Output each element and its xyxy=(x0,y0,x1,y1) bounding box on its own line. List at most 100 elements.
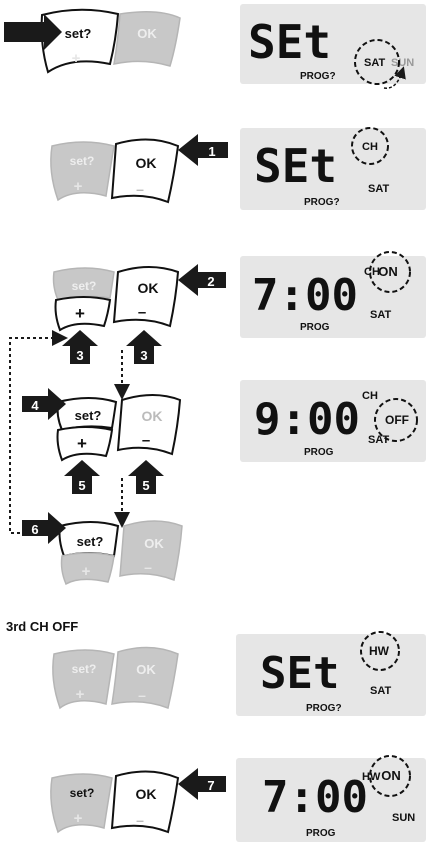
lcd-state: OFF xyxy=(385,413,409,427)
section-heading: 3rd CH OFF xyxy=(6,619,79,634)
highlight-circle xyxy=(374,398,418,442)
lcd-ch: CH xyxy=(362,390,378,402)
lcd-day: SAT xyxy=(368,183,389,195)
ok-button-label: OK xyxy=(137,26,157,41)
lcd-day: SAT xyxy=(370,685,391,697)
step-arrow-icon xyxy=(178,768,226,800)
ok-button-label: OK xyxy=(142,408,163,424)
ok-button-label: OK xyxy=(136,786,157,802)
set-button-label: set? xyxy=(70,786,95,800)
step-number: 1 xyxy=(208,144,215,159)
ok-button[interactable] xyxy=(111,646,179,710)
row-6-lcd: 7:00 PROG HW SUN ON xyxy=(236,755,426,842)
step-arrow-icon xyxy=(22,512,66,544)
lcd-mode: PROG xyxy=(304,447,334,458)
plus-button-label: + xyxy=(74,810,83,827)
step-arrow-up-icon xyxy=(64,460,100,494)
lcd-display xyxy=(240,380,426,462)
set-button-label: set? xyxy=(77,534,104,549)
ok-button[interactable] xyxy=(112,266,180,328)
lcd-state: ON xyxy=(381,768,401,783)
step-number: 4 xyxy=(31,398,39,413)
row-2-buttons: set? + OK – 2 3 3 xyxy=(52,264,226,364)
step-number: 2 xyxy=(207,274,214,289)
row-4-buttons: set? + OK – 6 xyxy=(22,512,183,586)
set-button[interactable] xyxy=(52,267,115,301)
lcd-ch: CH xyxy=(364,266,380,278)
lcd-hw: HW xyxy=(362,771,381,783)
lcd-digits: SEt xyxy=(254,139,337,193)
lcd-digits: 7:00 xyxy=(252,270,358,321)
set-button-label: set? xyxy=(75,408,102,423)
step-number: 6 xyxy=(31,522,38,537)
row-5-buttons: set? + OK – xyxy=(52,646,179,710)
highlight-circle xyxy=(369,755,411,797)
lcd-day: SUN xyxy=(392,812,415,824)
lcd-mode: PROG xyxy=(300,322,330,333)
step-number: 3 xyxy=(140,348,147,363)
set-button-label: set? xyxy=(70,154,95,168)
set-button[interactable] xyxy=(50,773,113,834)
row-5-lcd: SEt PROG? SAT HW xyxy=(236,631,426,716)
minus-button-label: – xyxy=(136,812,144,828)
ok-button[interactable] xyxy=(116,394,182,456)
step-arrow-up-icon xyxy=(62,330,98,364)
set-button[interactable] xyxy=(40,8,120,74)
lcd-ch: CH xyxy=(362,141,378,153)
row-0-lcd: SEt PROG? SAT SUN xyxy=(240,4,426,89)
minus-button-label: – xyxy=(138,304,146,321)
ok-button[interactable] xyxy=(110,138,180,204)
set-button[interactable] xyxy=(50,141,115,202)
lcd-mode: PROG? xyxy=(300,71,336,82)
step-number: 3 xyxy=(76,348,83,363)
plus-button-label: + xyxy=(74,178,83,195)
plus-button-label: + xyxy=(72,50,81,67)
step-number: 7 xyxy=(207,778,214,793)
step-arrow-icon xyxy=(178,134,228,166)
step-arrow-icon xyxy=(22,388,66,420)
ok-button[interactable] xyxy=(119,520,183,582)
lcd-display xyxy=(236,634,426,716)
set-button[interactable] xyxy=(52,649,115,710)
minus-button-label: – xyxy=(138,687,146,703)
lcd-display xyxy=(240,4,426,84)
lcd-day-next: SUN xyxy=(391,57,414,69)
plus-button-label: + xyxy=(75,304,85,323)
lcd-mode: PROG? xyxy=(304,197,340,208)
lcd-state: ON xyxy=(378,264,398,279)
lcd-mode: PROG? xyxy=(306,703,342,714)
highlight-circle xyxy=(369,251,411,293)
row-3-buttons: set? + OK – 4 5 5 xyxy=(22,388,182,494)
ok-button-label: OK xyxy=(144,536,164,551)
row-0-buttons: set? OK + xyxy=(4,8,181,74)
row-1-lcd: SEt PROG? CH SAT xyxy=(240,127,426,210)
set-button-label: set? xyxy=(72,662,97,676)
set-button-label: set? xyxy=(72,279,97,293)
ok-button[interactable] xyxy=(110,770,180,834)
highlight-circle xyxy=(360,631,400,671)
ok-button-label: OK xyxy=(136,155,157,171)
lcd-display xyxy=(240,128,426,210)
step-arrow-icon xyxy=(178,264,226,296)
row-3-lcd: 9:00 PROG CH SAT OFF xyxy=(240,380,426,462)
lcd-hw: HW xyxy=(369,644,390,658)
day-advance-arrow-icon xyxy=(383,66,406,89)
lcd-mode: PROG xyxy=(306,828,336,839)
row-2-lcd: 7:00 PROG CH SAT ON xyxy=(240,251,426,338)
set-button[interactable] xyxy=(56,397,118,432)
ok-button[interactable] xyxy=(113,11,181,67)
step-number: 5 xyxy=(142,478,149,493)
plus-button[interactable] xyxy=(60,552,115,586)
row-6-buttons: set? + OK – 7 xyxy=(50,768,226,834)
step-number: 5 xyxy=(78,478,85,493)
minus-button-label: – xyxy=(144,559,152,575)
lcd-display xyxy=(236,758,426,842)
lcd-day: SAT xyxy=(368,434,389,446)
highlight-circle xyxy=(354,39,400,85)
lcd-day: SAT xyxy=(364,57,385,69)
flow-loop-back-arrow xyxy=(9,330,68,534)
plus-button[interactable] xyxy=(56,426,114,462)
highlight-circle xyxy=(351,127,389,165)
plus-button[interactable] xyxy=(54,296,112,332)
